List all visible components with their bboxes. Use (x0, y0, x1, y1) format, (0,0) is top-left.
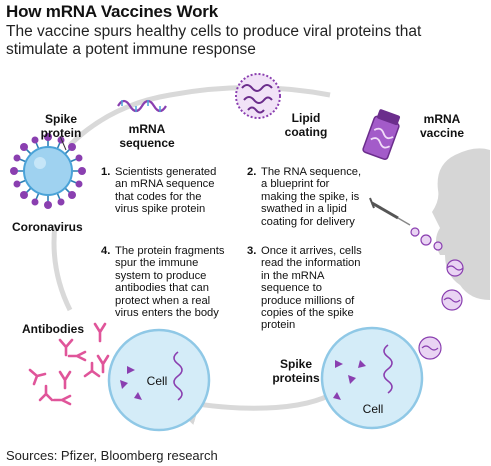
mrna-strand-icon (117, 99, 167, 113)
vaccine-vial-icon (362, 109, 400, 161)
antibodies-icons (28, 322, 110, 406)
step-2: 2. The RNA sequence, a blueprint for mak… (247, 166, 367, 230)
step-3-number: 3. (247, 245, 257, 257)
step-4-number: 4. (101, 245, 111, 257)
page-subtitle: The vaccine spurs healthy cells to produ… (6, 23, 422, 58)
mrna-sequence-label: mRNA sequence (119, 122, 175, 150)
page-title: How mRNA Vaccines Work (6, 2, 218, 21)
coronavirus-icon (10, 133, 86, 209)
step-1-number: 1. (101, 166, 111, 178)
cycle-arc-left (51, 224, 73, 312)
syringe-icon (369, 197, 411, 226)
step-2-text: The RNA sequence, a blueprint for making… (261, 166, 362, 228)
lipid-coating-label: Lipid coating (284, 111, 328, 139)
step-4: 4. The protein fragments spur the immune… (101, 245, 231, 325)
spike-proteins-label: Spike proteins (272, 357, 320, 385)
cycle-arc-top (68, 85, 331, 147)
spike-protein-label: Spike protein (40, 112, 82, 140)
step-2-number: 2. (247, 166, 257, 178)
lipid-coating-icon (235, 73, 281, 119)
step-3: 3. Once it arrives, cells read the infor… (247, 245, 367, 331)
human-head-silhouette (432, 148, 490, 300)
step-1-text: Scientists generated an mRNA sequence th… (115, 166, 217, 216)
antibodies-label: Antibodies (22, 322, 84, 336)
step-3-text: Once it arrives, cells read the informat… (261, 245, 362, 332)
mrna-vaccine-label: mRNA vaccine (419, 112, 465, 140)
step-4-text: The protein fragments spur the immune sy… (115, 245, 225, 320)
cell-right (320, 326, 424, 430)
source-note: Sources: Pfizer, Bloomberg research (6, 448, 218, 463)
spike-protein-pointer (59, 135, 67, 151)
cell-left-label: Cell (146, 374, 168, 388)
cell-right-label: Cell (362, 402, 384, 416)
step-1: 1. Scientists generated an mRNA sequence… (101, 166, 221, 218)
cell-left (107, 328, 211, 432)
lipid-particles-trail (410, 227, 464, 360)
coronavirus-label: Coronavirus (12, 220, 83, 234)
